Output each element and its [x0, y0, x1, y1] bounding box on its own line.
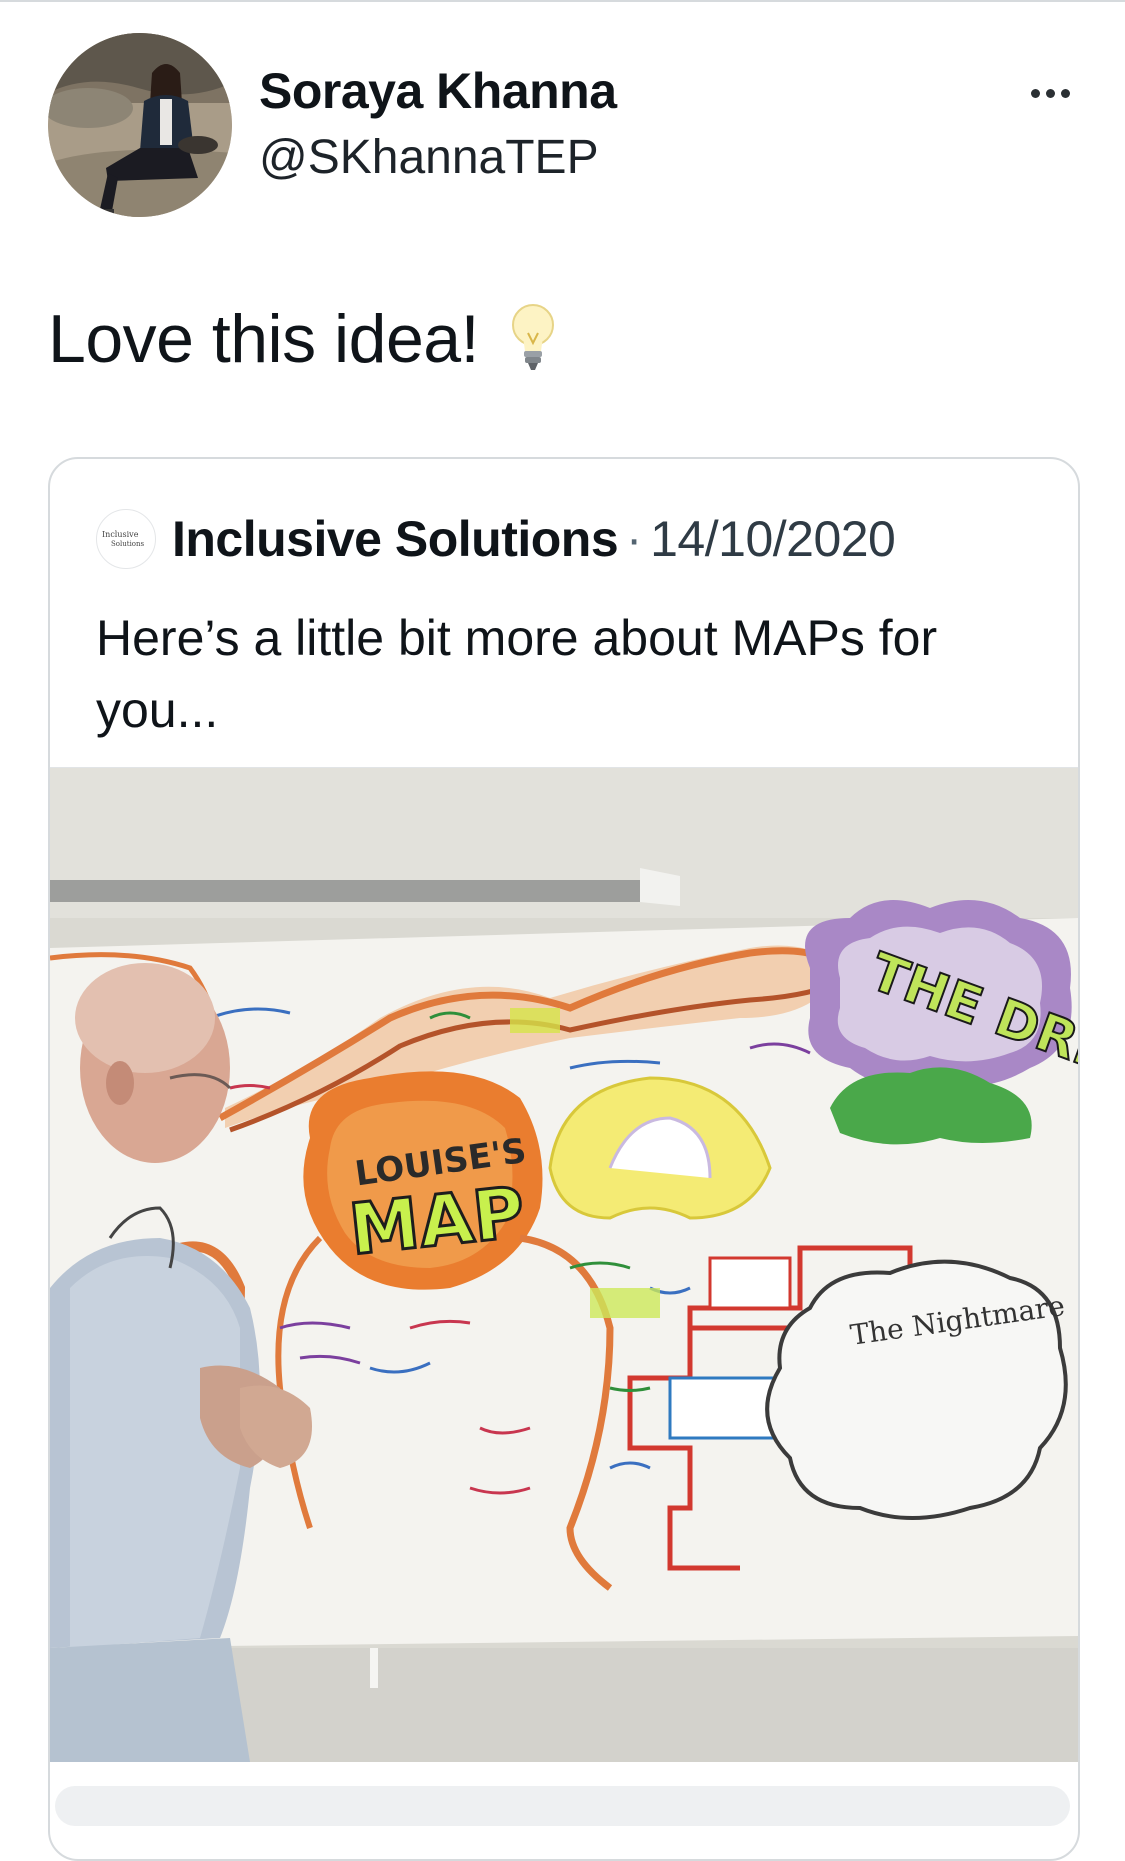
top-divider — [0, 0, 1125, 2]
svg-text:Solutions: Solutions — [111, 540, 145, 548]
light-bulb-icon — [512, 304, 555, 370]
quoted-tweet-date[interactable]: 14/10/2020 — [650, 511, 896, 567]
avatar-photo — [48, 33, 232, 217]
dot-icon — [1045, 88, 1055, 98]
quoted-tweet-card[interactable]: Inclusive Solutions Inclusive Solutions … — [48, 457, 1080, 1861]
video-thumbnail[interactable]: LOUISE'S MAP THE DREAM The Nightmare — [50, 767, 1078, 1762]
tweet-text: Love this idea! — [48, 300, 557, 378]
map-title-center: MAP — [346, 1171, 529, 1271]
quoted-tweet-header: Inclusive Solutions Inclusive Solutions … — [96, 509, 896, 569]
author-handle[interactable]: @SKhannaTEP — [259, 131, 599, 184]
inclusive-solutions-logo: Inclusive Solutions — [102, 530, 145, 548]
dot-icon — [1060, 88, 1070, 98]
svg-text:Inclusive: Inclusive — [102, 530, 139, 539]
mind-map-photo: LOUISE'S MAP THE DREAM The Nightmare — [50, 768, 1078, 1762]
quoted-author-name[interactable]: Inclusive Solutions — [172, 511, 619, 567]
quoted-tweet-text: Here’s a little bit more about MAPs for … — [96, 610, 938, 738]
dot-icon — [1030, 88, 1040, 98]
more-options-button[interactable] — [1020, 68, 1080, 118]
author-avatar[interactable] — [48, 33, 232, 217]
bottom-bar — [55, 1786, 1070, 1826]
author-display-name[interactable]: Soraya Khanna — [259, 63, 617, 119]
separator-dot: · — [626, 512, 643, 566]
tweet-text-content: Love this idea! — [48, 301, 480, 377]
quoted-author-avatar[interactable]: Inclusive Solutions — [96, 509, 156, 569]
